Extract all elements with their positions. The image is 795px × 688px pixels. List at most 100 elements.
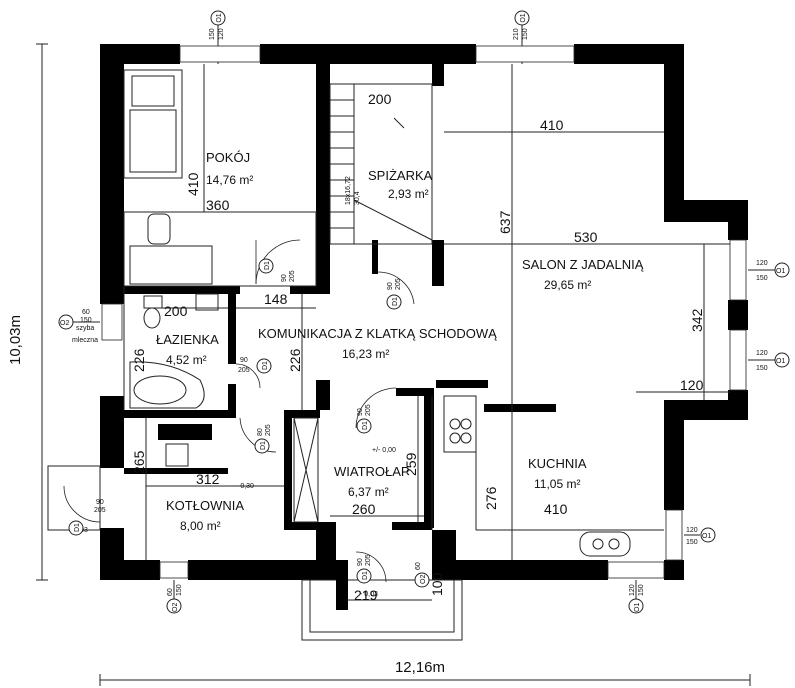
room-area-spizarka: 2,93 m² [388, 187, 429, 201]
dim-label: 226 [287, 348, 303, 372]
dim-label: 226 [131, 348, 147, 372]
room-name-komunikacja: KOMUNIKACJA Z KLATKĄ SCHODOWĄ [258, 326, 497, 341]
dim-label: 259 [403, 452, 419, 476]
door-size: 205 [365, 404, 372, 416]
window-size: 150 [686, 539, 698, 546]
axis-markers [210, 10, 530, 64]
dim-label: 200 [368, 91, 392, 107]
window-size: 150 [756, 275, 768, 282]
door-tag-label: D1 [262, 361, 269, 370]
door-tag-label: D1 [74, 523, 81, 532]
overall-dimension-lines [36, 43, 751, 686]
window-size: 60 [82, 309, 90, 316]
door-tag-label: O2 [420, 575, 427, 584]
door-size: 205 [238, 367, 250, 374]
window-size-top2-b: 150 [522, 28, 529, 40]
room-area-salon: 29,65 m² [544, 278, 591, 292]
room-area-wiatrolap: 6,37 m² [348, 485, 389, 499]
room-name-spizarka: SPIŻARKA [368, 168, 433, 183]
room-name-lazienka: ŁAZIENKA [156, 332, 219, 347]
room-name-salon: SALON Z JADALNIĄ [522, 257, 644, 272]
entrance-porch [301, 560, 463, 641]
dim-label: 148 [264, 291, 288, 307]
dim-label: 360 [206, 197, 230, 213]
room-name-pokoj: POKÓJ [206, 150, 250, 165]
door-size: 90 [281, 274, 288, 282]
dim-label: 276 [483, 486, 499, 510]
door-size: 205 [265, 424, 272, 436]
level-kotlownia: -0,30 [238, 483, 254, 490]
windows [101, 45, 747, 579]
door-size: 90 [240, 357, 248, 364]
window-tag-label: O1 [702, 533, 711, 540]
door-size: 90 [357, 408, 364, 416]
dim-label: 312 [196, 471, 220, 487]
door-size: 90 [357, 558, 364, 566]
window-tag-label: O2 [60, 320, 69, 327]
room-area-pokoj: 14,76 m² [206, 173, 253, 187]
overall-width-label: 12,16m [395, 659, 445, 676]
window-size-top1-a: 150 [209, 28, 216, 40]
dimension-lines [145, 64, 730, 601]
door-size: 205 [289, 270, 296, 282]
room-name-kotlownia: KOTŁOWNIA [166, 498, 244, 513]
room-area-komunikacja: 16,23 m² [342, 347, 389, 361]
window-note: szyba [76, 325, 94, 332]
window-size: 150 [80, 317, 92, 324]
door-tag-label: D1 [392, 297, 399, 306]
dim-label: 260 [352, 501, 376, 517]
window-tag-label: O1 [634, 603, 641, 612]
window-size-top1-b: 120 [218, 28, 225, 40]
room-area-lazienka: 4,52 m² [166, 353, 207, 367]
door-size: 205 [94, 507, 106, 514]
window-note: mleczna [72, 337, 98, 344]
doors [47, 239, 415, 583]
dim-label: 342 [689, 308, 705, 332]
staircase [329, 83, 433, 245]
door-size: 90 [387, 282, 394, 290]
dim-label: 120 [680, 377, 704, 393]
window-tag-label: O1 [776, 268, 785, 275]
window-tags [58, 262, 790, 614]
dim-label: 410 [185, 172, 201, 196]
room-name-wiatrolap: WIATROŁAP [334, 464, 410, 479]
window-size-top2-a: 210 [513, 28, 520, 40]
window-size: 60 [167, 588, 174, 596]
dim-label: 200 [164, 303, 188, 319]
window-size: 150 [756, 365, 768, 372]
level-wiatrolap: +/- 0,00 [372, 447, 396, 454]
door-size: 205 [395, 278, 402, 290]
dim-label: 410 [540, 117, 564, 133]
door-tags [68, 258, 430, 588]
door-size: 90 [96, 499, 104, 506]
dim-label: 530 [574, 229, 598, 245]
dim-label: 265 [131, 450, 147, 474]
room-area-kotlownia: 8,00 m² [180, 519, 221, 533]
door-size: 205 [365, 554, 372, 566]
dim-label: 410 [544, 501, 568, 517]
door-size: 80 [257, 428, 264, 436]
exterior-walls [100, 44, 748, 580]
room-name-kuchnia: KUCHNIA [528, 456, 587, 471]
window-size: 120 [686, 527, 698, 534]
door-size: 60 [415, 562, 422, 570]
window-size: 120 [629, 584, 636, 596]
stairs-label-2: 30,4 [354, 191, 361, 205]
window-size: 150 [638, 584, 645, 596]
dim-label: 219 [354, 587, 378, 603]
window-tag-top1: O1 [216, 13, 223, 22]
overall-height-label: 10,03m [7, 315, 24, 365]
window-size: 150 [176, 584, 183, 596]
furniture [123, 64, 664, 557]
dim-label: 100 [429, 572, 445, 596]
door-tag-label: D1 [260, 441, 267, 450]
door-tag-label: D1 [362, 571, 369, 580]
window-tag-label: O1 [776, 358, 785, 365]
dim-label: 637 [497, 210, 513, 234]
window-tag-top2: O1 [520, 13, 527, 22]
interior-walls [124, 64, 556, 530]
window-size: 120 [756, 350, 768, 357]
level-entry: - 0,03 [360, 591, 378, 598]
door-tag-label: D1 [362, 421, 369, 430]
